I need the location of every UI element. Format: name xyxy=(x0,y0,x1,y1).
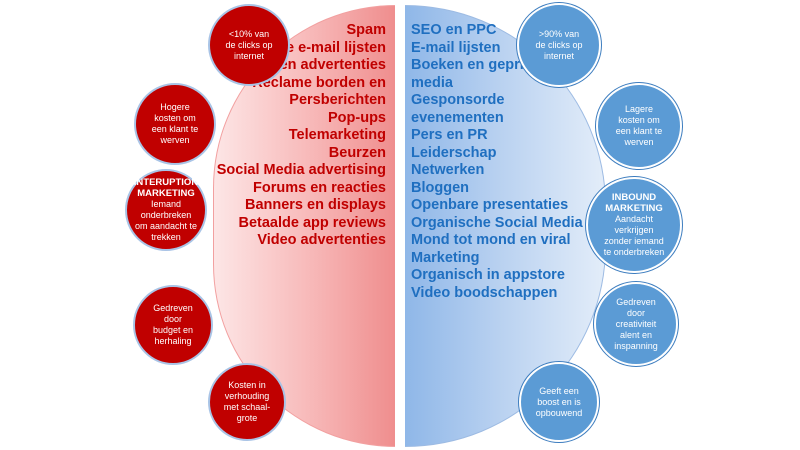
interruption-method-item: Forums en reacties xyxy=(253,179,386,196)
inbound-method-item: Organische Social Media xyxy=(411,214,583,231)
interruption-method-item: Pop-ups xyxy=(328,109,386,126)
bubble-text: Kosten in verhouding met schaal- grote xyxy=(223,380,271,423)
center-divider xyxy=(395,0,405,450)
interruption-bubble: Hogere kosten om een klant te werven xyxy=(134,83,216,165)
inbound-method-item: SEO en PPC xyxy=(411,22,497,38)
inbound-method-item: Video boodschappen xyxy=(411,284,558,301)
bubble-text: Iemand onderbreken om aandacht te trekke… xyxy=(134,199,198,242)
bubble-text: Geeft een boost en is opbouwend xyxy=(535,385,583,418)
bubble-title: INBOUND MARKETING xyxy=(605,192,663,214)
interruption-method-item: Telemarketing xyxy=(288,127,386,143)
inbound-bubble: Lagere kosten om een klant te werven xyxy=(596,83,682,169)
interruption-bubble: <10% van de clicks op internet xyxy=(208,4,290,86)
inbound-method-item: Netwerken xyxy=(411,162,485,178)
bubble-text: Hogere kosten om een klant te werven xyxy=(151,102,199,145)
interruption-bubble: Kosten in verhouding met schaal- grote xyxy=(208,363,286,441)
inbound-method-item: Pers en PR xyxy=(411,127,488,143)
inbound-method-item: Gesponsorde evenementen xyxy=(411,92,505,126)
inbound-method-item: Organisch in appstore xyxy=(411,267,565,283)
interruption-method-item: Social Media advertising xyxy=(216,162,386,178)
inbound-method-item: Openbare presentaties xyxy=(411,197,569,213)
interruption-method-item: Spam xyxy=(346,22,387,38)
bubble-text: Gedreven door creativiteit alent en insp… xyxy=(614,296,658,351)
inbound-method-item: E-mail lijsten xyxy=(411,39,501,56)
interruption-method-item: Banners en displays xyxy=(244,197,386,213)
inbound-bubble: >90% van de clicks op internet xyxy=(517,3,601,87)
interruption-method-item: Betaalde app reviews xyxy=(238,214,387,231)
interruption-method-item: Reclame borden en Persberichten xyxy=(252,74,386,109)
bubble-text: >90% van de clicks op internet xyxy=(535,28,583,61)
inbound-bubble: Gedreven door creativiteit alent en insp… xyxy=(594,282,678,366)
inbound-method-item: Marketing xyxy=(411,249,480,266)
bubble-text: Aandacht verkrijgen zonder iemand te ond… xyxy=(603,214,665,257)
interruption-method-item: Beurzen xyxy=(328,144,386,161)
inbound-method-item: Leiderschap xyxy=(411,144,497,161)
inbound-method-item: Bloggen xyxy=(411,179,469,196)
bubble-text: Lagere kosten om een klant te werven xyxy=(615,104,663,147)
interruption-bubble: Gedreven door budget en herhaling xyxy=(133,285,213,365)
inbound-bubble: Geeft een boost en is opbouwend xyxy=(519,362,599,442)
interruption-method-item: Video advertenties xyxy=(257,232,386,248)
bubble-title: INTERUPTION MARKETING xyxy=(133,177,199,199)
bubble-text: Gedreven door budget en herhaling xyxy=(152,303,194,346)
bubble-text: <10% van de clicks op internet xyxy=(225,28,273,61)
inbound-method-item: Mond tot mond en viral xyxy=(411,232,571,248)
inbound-method-item: Boeken en geprinte media xyxy=(411,57,546,91)
